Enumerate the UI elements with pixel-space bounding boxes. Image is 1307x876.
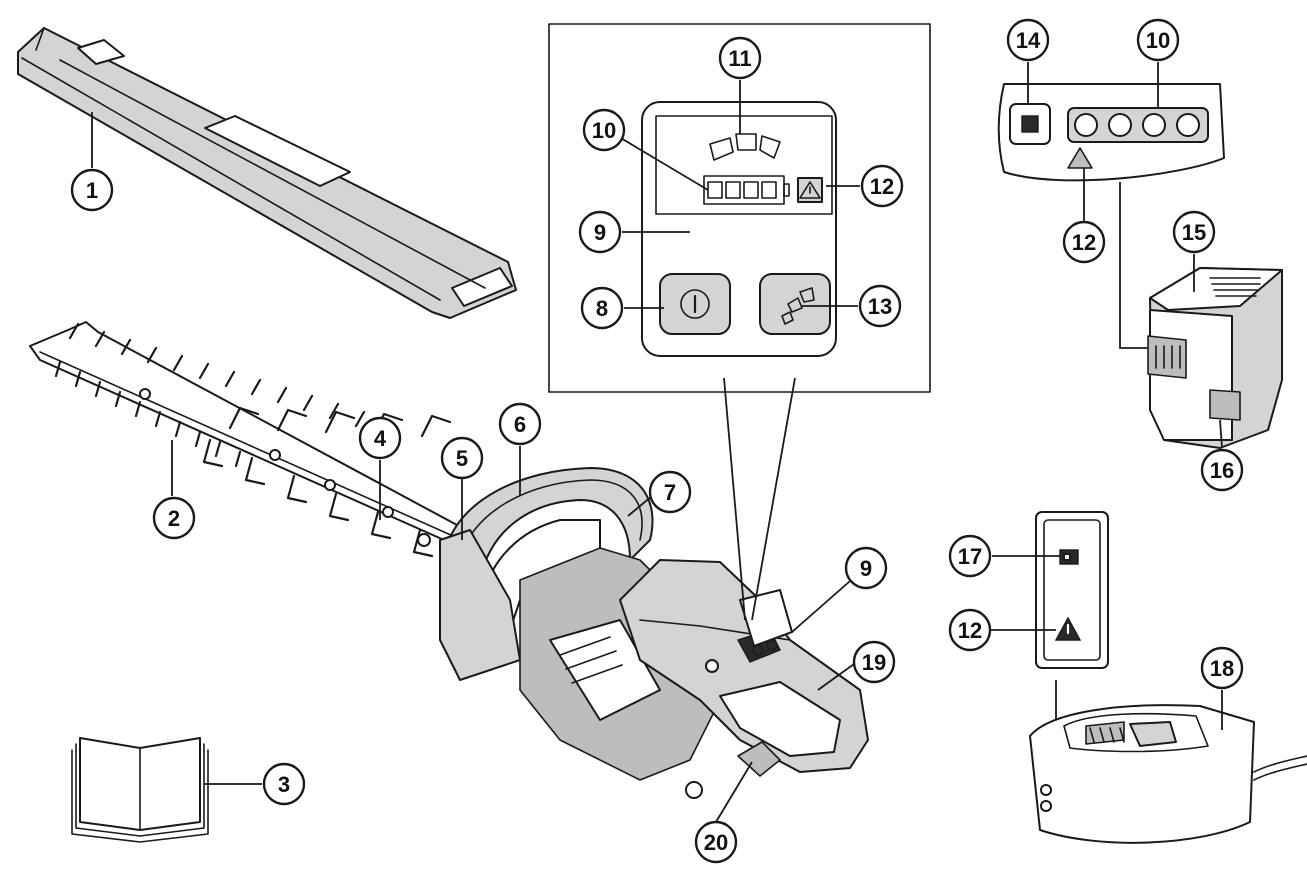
callout-7: 7 [648, 470, 692, 514]
speed-mode-icon [781, 287, 815, 325]
cutting-blade [29, 321, 471, 558]
svg-text:2: 2 [168, 506, 180, 531]
callout-14: 14 [1006, 18, 1050, 62]
callout-13: 13 [858, 284, 902, 328]
svg-text:9: 9 [594, 220, 606, 245]
callout-18: 18 [1200, 646, 1244, 690]
callout-1: 1 [70, 168, 114, 212]
charger-indicator-panel [1035, 511, 1109, 752]
callout-4: 4 [358, 416, 402, 460]
callout-9-body: 9 [844, 546, 888, 590]
callout-20: 20 [694, 820, 738, 864]
svg-text:9: 9 [860, 556, 872, 581]
svg-text:1: 1 [86, 178, 98, 203]
svg-text:6: 6 [514, 412, 526, 437]
svg-text:3: 3 [278, 772, 290, 797]
svg-text:10: 10 [592, 118, 616, 143]
callout-5: 5 [440, 436, 484, 480]
svg-text:10: 10 [1146, 28, 1170, 53]
svg-text:4: 4 [374, 426, 387, 451]
svg-text:14: 14 [1016, 28, 1041, 53]
callout-10-panel: 10 [582, 108, 626, 152]
battery-pack [1147, 267, 1283, 449]
callout-17: 17 [948, 534, 992, 578]
svg-text:5: 5 [456, 446, 468, 471]
callout-12-battery: 12 [1062, 220, 1106, 264]
svg-text:16: 16 [1210, 458, 1234, 483]
callout-12-charger: 12 [948, 608, 992, 652]
svg-text:12: 12 [958, 618, 982, 643]
hedge-trimmer-body [439, 467, 869, 799]
callout-10-battery: 10 [1136, 18, 1180, 62]
battery-warning-icon [1067, 147, 1093, 169]
callouts: 1 2 3 4 5 6 7 8 9 9 10 10 11 12 12 12 13… [70, 18, 1244, 864]
callout-3: 3 [262, 762, 306, 806]
svg-text:8: 8 [596, 296, 608, 321]
display-window [655, 115, 833, 215]
svg-text:12: 12 [1072, 230, 1096, 255]
blade-cover [17, 27, 517, 319]
leader-lines [91, 62, 1223, 823]
callout-8: 8 [580, 286, 624, 330]
callout-11: 11 [718, 36, 762, 80]
svg-text:18: 18 [1210, 656, 1234, 681]
svg-text:15: 15 [1182, 220, 1206, 245]
callout-12-panel: 12 [860, 164, 904, 208]
speed-mode-button [759, 273, 831, 335]
svg-text:7: 7 [664, 480, 676, 505]
battery-indicator-panel [997, 83, 1225, 349]
callout-9-panel: 9 [578, 210, 622, 254]
callout-16: 16 [1200, 448, 1244, 492]
battery-level-icon [703, 175, 790, 205]
callout-6: 6 [498, 402, 542, 446]
manual-book-icon [71, 737, 209, 843]
warning-triangle-icon [797, 177, 823, 203]
control-panel-zoom [548, 23, 931, 621]
speed-indicator-icon [709, 133, 781, 161]
callout-15: 15 [1172, 210, 1216, 254]
svg-text:13: 13 [868, 294, 892, 319]
power-button [659, 273, 731, 335]
callout-19: 19 [852, 640, 896, 684]
svg-text:17: 17 [958, 544, 982, 569]
callout-2: 2 [152, 496, 196, 540]
svg-text:11: 11 [728, 46, 751, 71]
svg-text:20: 20 [704, 830, 728, 855]
svg-text:19: 19 [862, 650, 886, 675]
svg-text:12: 12 [870, 174, 894, 199]
battery-charger [1029, 704, 1307, 844]
